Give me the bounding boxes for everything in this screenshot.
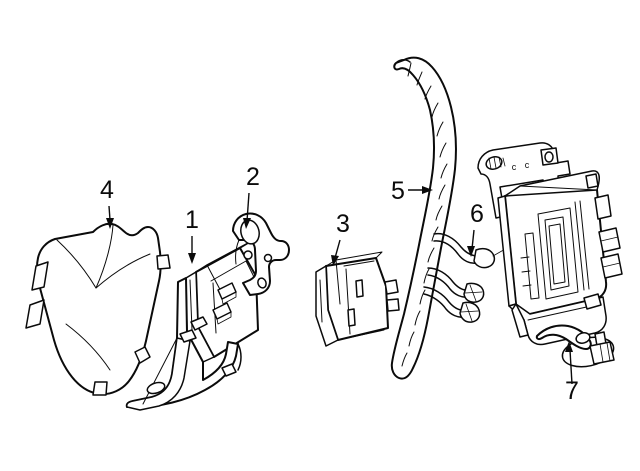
callout-leader-5	[408, 186, 433, 194]
callout-label-5: 5	[391, 177, 405, 205]
callout-leader-7	[565, 341, 573, 385]
callout-leader-3	[331, 239, 341, 266]
callout-leader-1	[188, 236, 196, 264]
callout-label-3: 3	[336, 210, 350, 238]
ground-terminal-assembly	[535, 324, 615, 368]
callout-leader-4	[106, 205, 114, 229]
cast-mark-1: c	[512, 162, 517, 172]
part-5-corrugated-harness	[390, 56, 457, 380]
callout-label-2: 2	[246, 163, 260, 191]
callout-label-1: 1	[185, 206, 199, 234]
cast-mark-2: c	[525, 160, 530, 170]
part-3-retainer-bracket	[315, 251, 400, 347]
callout-leader-6	[467, 229, 475, 257]
callout-label-7: 7	[565, 377, 579, 405]
callout-leader-2	[243, 192, 251, 229]
callout-leaders	[106, 186, 573, 385]
junction-relay-block: c c	[477, 142, 623, 368]
module-mounting-foot	[125, 277, 242, 411]
part-4-module-cover	[25, 222, 171, 396]
callout-label-4: 4	[100, 176, 114, 204]
part-6-harness-leads	[423, 232, 526, 323]
plate-screw-head	[485, 156, 506, 170]
callout-numbers: 1 2 3 4 5 6 7	[100, 163, 579, 405]
callout-label-6: 6	[470, 200, 484, 228]
